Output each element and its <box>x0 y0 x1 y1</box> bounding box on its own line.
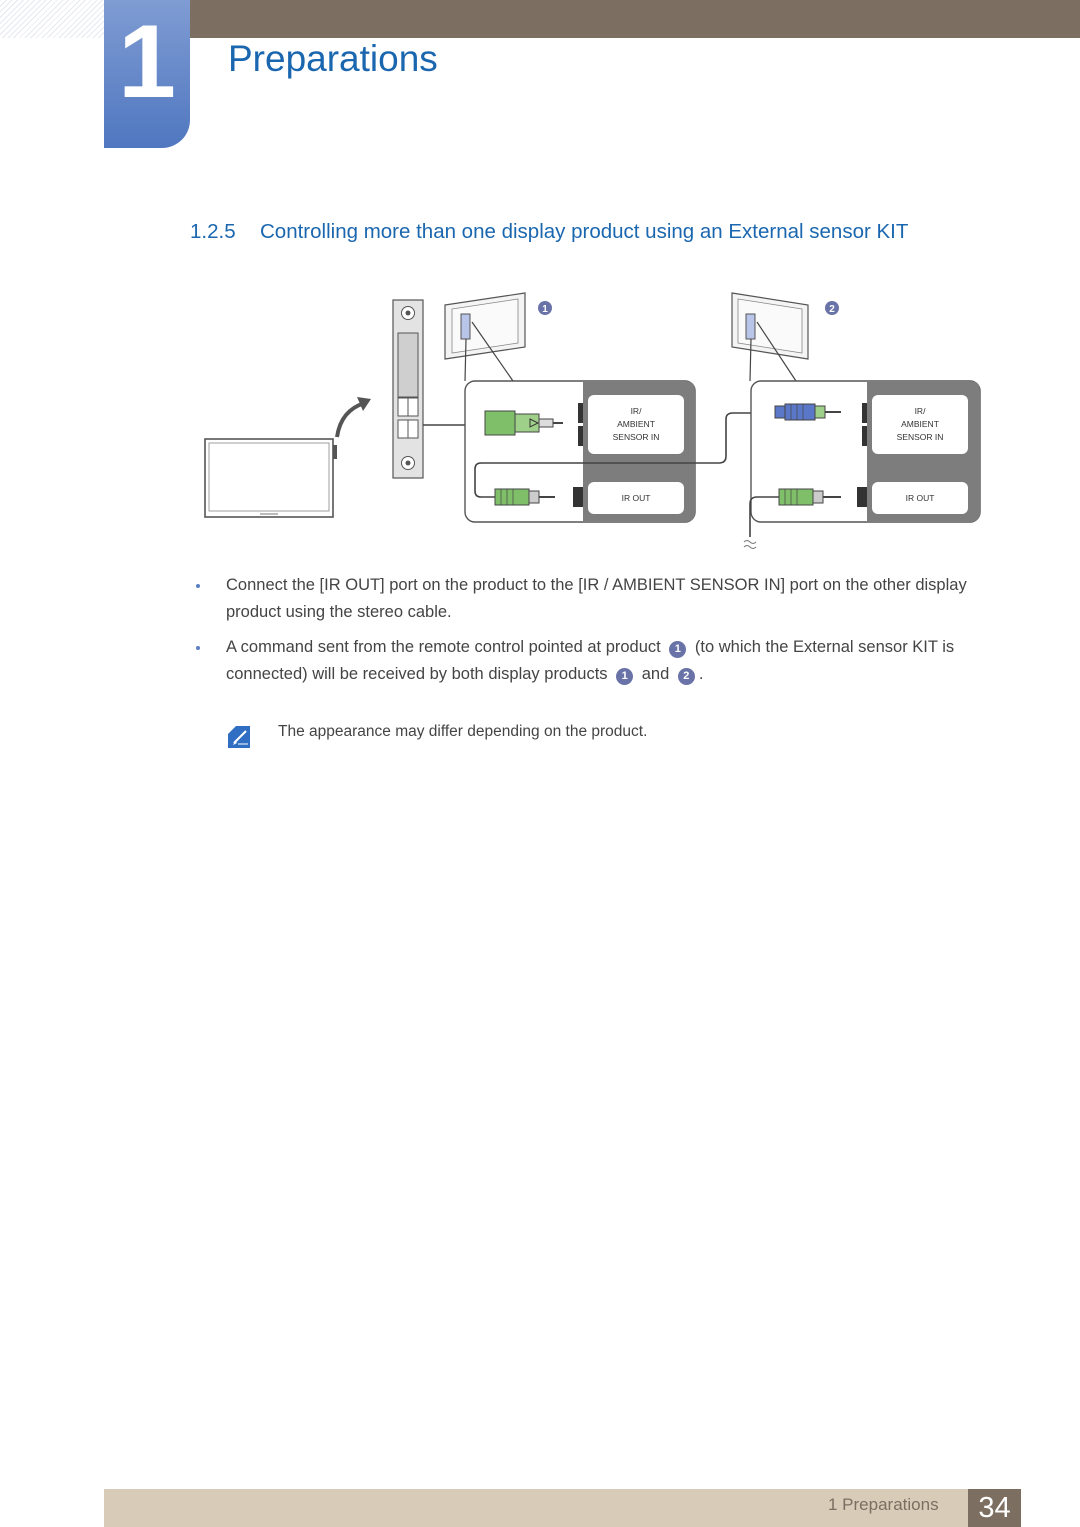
panel-2-port-out-label: IR OUT <box>906 493 935 503</box>
panel-2-port-in-line-2: AMBIENT <box>901 419 939 429</box>
footer-label: 1 Preparations <box>828 1495 939 1514</box>
bullet-text: Connect the [IR OUT] port on the product… <box>226 576 967 621</box>
connection-diagram: 1 2 IR/ AMBIENT SENSOR IN IR OUT <box>204 292 981 549</box>
bullet-dot-icon <box>196 584 200 588</box>
note-pencil-icon <box>228 726 250 748</box>
port-panel-2 <box>750 380 981 523</box>
product-badge-icon: 1 <box>616 668 634 685</box>
panel-2-in-plug-icon <box>774 403 841 421</box>
chapter-title: Preparations <box>228 38 438 79</box>
note-text: The appearance may differ depending on t… <box>278 723 648 740</box>
arrow-head-icon <box>357 397 371 411</box>
figure-badge-1 <box>538 301 552 315</box>
page-number: 34 <box>968 1489 1021 1527</box>
display-2-back <box>731 292 809 382</box>
panel-1-port-in-line-2: AMBIENT <box>617 419 655 429</box>
chapter-number: 1 <box>118 4 176 120</box>
bullet-text: (to which the External sensor KIT is con… <box>226 638 955 683</box>
bullet-text: and <box>641 665 670 683</box>
panel-1-port-in-line-1: IR/ <box>631 406 643 416</box>
panel-2-out-plug-icon <box>778 488 841 506</box>
figure-badge-2 <box>825 301 839 315</box>
curved-arrow-icon <box>335 401 366 438</box>
figure-badge-1-label: 1 <box>542 304 548 315</box>
panel-1-port-out-label: IR OUT <box>622 493 651 503</box>
section-number: 1.2.5 <box>190 220 236 243</box>
display-front <box>204 438 337 518</box>
bullet-item: Connect the [IR OUT] port on the product… <box>190 572 1010 626</box>
panel-1-port-in-line-3: SENSOR IN <box>613 432 660 442</box>
section-heading: 1.2.5 Controlling more than one display p… <box>190 220 908 244</box>
panel-2-port-in-line-1: IR/ <box>915 406 927 416</box>
product-badge-icon: 2 <box>677 668 695 685</box>
section-title: Controlling more than one display produc… <box>260 220 909 243</box>
bullet-text: A command sent from the remote control p… <box>226 638 661 656</box>
display-1-back <box>444 292 526 382</box>
bullet-text: . <box>698 665 704 683</box>
header-bar <box>190 0 1080 38</box>
sensor-kit <box>392 299 424 479</box>
chapter-tab <box>104 0 190 148</box>
bullet-item: A command sent from the remote control p… <box>190 634 1010 688</box>
cable-break-icon <box>743 540 757 549</box>
sensor-plug-icon <box>484 410 563 436</box>
footer-bar <box>104 1489 1021 1527</box>
header-stripe-pattern <box>0 0 104 38</box>
bullet-dot-icon <box>196 646 200 650</box>
product-badge-icon: 1 <box>669 641 687 658</box>
figure-badge-2-label: 2 <box>829 304 835 315</box>
bullet-list: Connect the [IR OUT] port on the product… <box>190 572 1010 696</box>
panel-1-out-plug-icon <box>494 488 555 506</box>
panel-2-port-in-line-3: SENSOR IN <box>897 432 944 442</box>
